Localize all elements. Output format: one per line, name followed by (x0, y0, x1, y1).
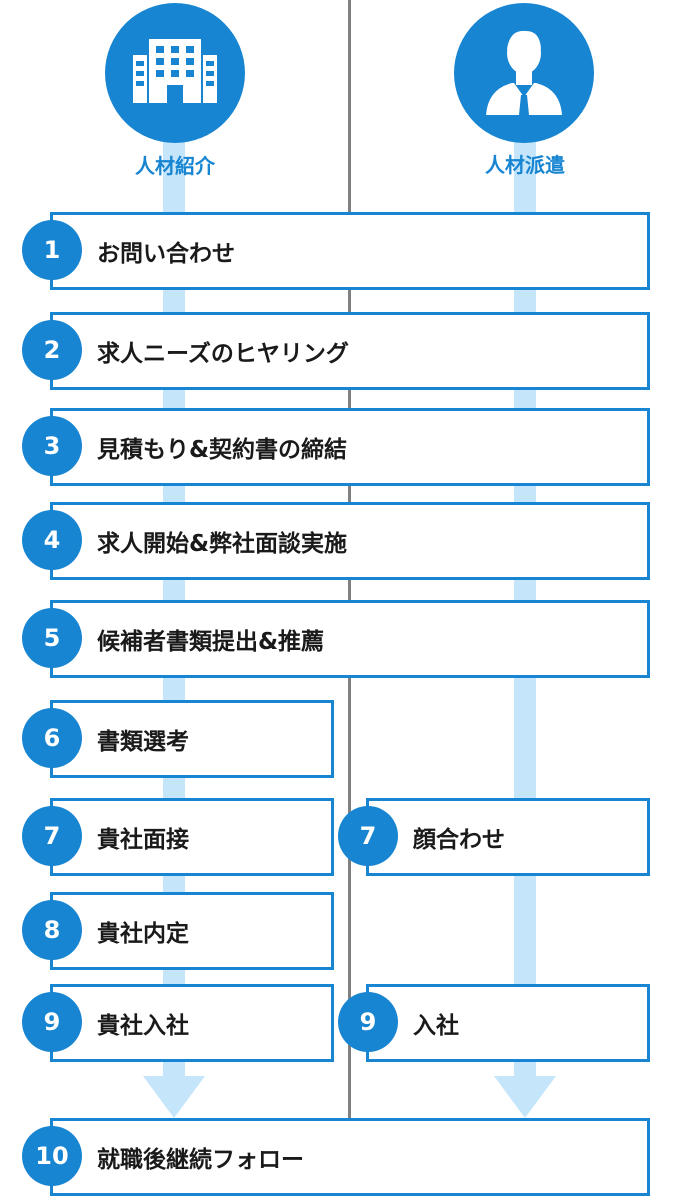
step-7-recruitment-box: 貴社面接 (50, 798, 334, 876)
left-flow-arrow (143, 1076, 205, 1118)
step-3-number-badge: 3 (22, 416, 82, 476)
step-10-number-badge: 10 (22, 1126, 82, 1186)
step-7-staffing-box: 顔合わせ (366, 798, 650, 876)
step-1-label: お問い合わせ (97, 241, 235, 267)
person-icon (486, 30, 562, 115)
step-5-number-badge: 5 (22, 608, 82, 668)
building-icon (133, 39, 217, 103)
right-flow-arrow (494, 1076, 556, 1118)
step-9-staffing-number-badge: 9 (338, 992, 398, 1052)
step-8-number-badge: 8 (22, 900, 82, 960)
step-3-label: 見積もり&契約書の締結 (97, 437, 348, 463)
step-5-label: 候補者書類提出&推薦 (97, 629, 325, 655)
step-9-recruitment-label: 貴社入社 (97, 1013, 189, 1039)
step-7-recruitment-number-badge: 7 (22, 806, 82, 866)
step-6-number-badge: 6 (22, 708, 82, 768)
staffing-header-circle (454, 3, 594, 143)
step-10-box: 就職後継続フォロー (50, 1118, 650, 1196)
step-4-box: 求人開始&弊社面談実施 (50, 502, 650, 580)
step-2-label: 求人ニーズのヒヤリング (97, 341, 349, 367)
step-6-box: 書類選考 (50, 700, 334, 778)
step-7-staffing-label: 顔合わせ (413, 827, 505, 853)
step-2-number-badge: 2 (22, 320, 82, 380)
step-9-staffing-box: 入社 (366, 984, 650, 1062)
recruitment-header-label: 人材紹介 (135, 154, 215, 178)
step-1-box: お問い合わせ (50, 212, 650, 290)
step-4-number-badge: 4 (22, 510, 82, 570)
step-7-staffing-number-badge: 7 (338, 806, 398, 866)
step-2-box: 求人ニーズのヒヤリング (50, 312, 650, 390)
step-1-number-badge: 1 (22, 220, 82, 280)
step-8-box: 貴社内定 (50, 892, 334, 970)
step-8-label: 貴社内定 (97, 921, 189, 947)
step-3-box: 見積もり&契約書の締結 (50, 408, 650, 486)
staffing-header-label: 人材派遣 (485, 153, 565, 177)
recruitment-header-circle (105, 3, 245, 143)
step-7-recruitment-label: 貴社面接 (97, 827, 189, 853)
step-6-label: 書類選考 (97, 729, 189, 755)
step-9-staffing-label: 入社 (413, 1013, 459, 1039)
step-9-recruitment-box: 貴社入社 (50, 984, 334, 1062)
step-9-recruitment-number-badge: 9 (22, 992, 82, 1052)
step-10-label: 就職後継続フォロー (97, 1147, 304, 1173)
step-5-box: 候補者書類提出&推薦 (50, 600, 650, 678)
step-4-label: 求人開始&弊社面談実施 (97, 531, 348, 557)
